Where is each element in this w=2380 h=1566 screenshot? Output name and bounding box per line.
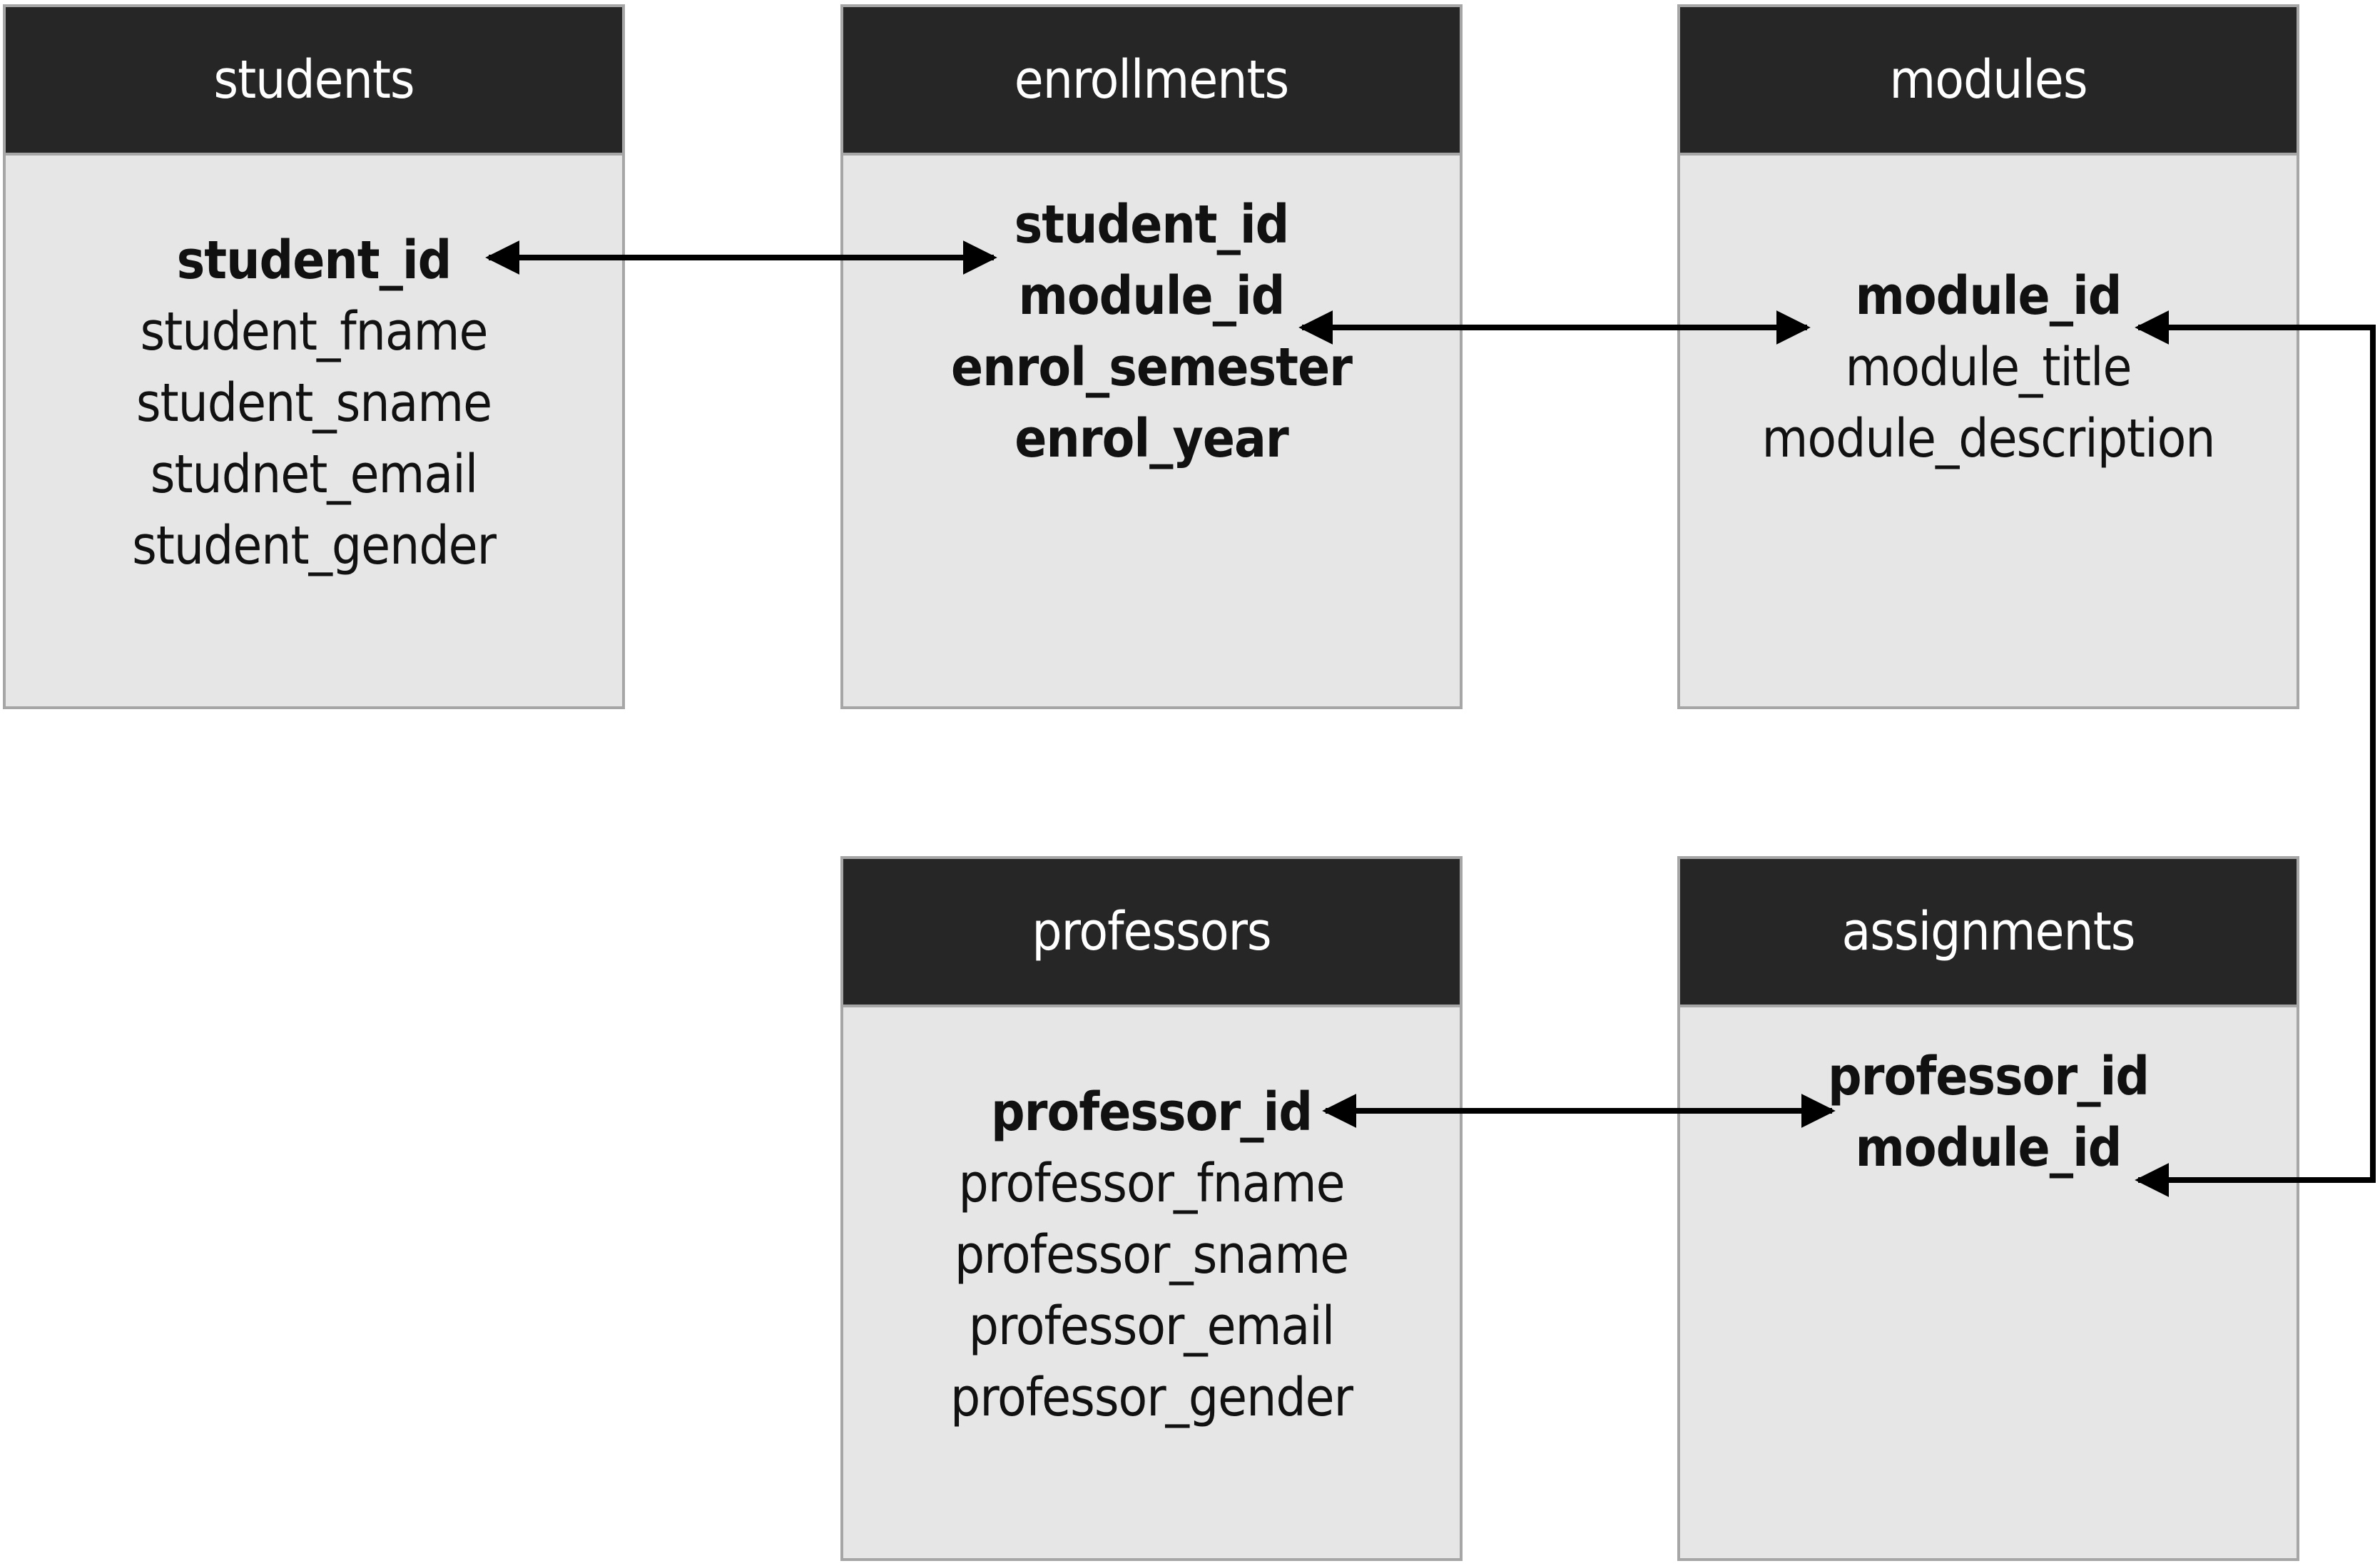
field-list-enrollments: student_id module_id enrol_semester enro… [843, 189, 1460, 474]
table-title-students: students [213, 49, 415, 111]
table-header-enrollments: enrollments [840, 4, 1463, 156]
table-enrollments: enrollments student_id module_id enrol_s… [840, 4, 1463, 709]
field-professor-sname: professor_sname [954, 1224, 1349, 1286]
table-students: students student_id student_fname studen… [3, 4, 625, 709]
field-student-fname: student_fname [140, 301, 488, 362]
field-list-students: student_id student_fname student_sname s… [6, 225, 622, 581]
field-assign-professor-id: professor_id [1828, 1046, 2150, 1107]
field-module-id: module_id [1855, 265, 2122, 327]
field-professor-gender: professor_gender [950, 1367, 1353, 1428]
field-enrol-student-id: student_id [1014, 194, 1290, 255]
field-student-sname: student_sname [136, 372, 492, 434]
table-title-professors: professors [1032, 901, 1271, 962]
field-student-email: studnet_email [150, 444, 478, 505]
connector-modules-assignments [2135, 310, 2376, 1197]
table-assignments: assignments professor_id module_id [1677, 856, 2299, 1561]
table-header-professors: professors [840, 856, 1463, 1007]
table-professors: professors professor_id professor_fname … [840, 856, 1463, 1561]
field-student-gender: student_gender [132, 515, 497, 576]
field-professor-email: professor_email [968, 1296, 1335, 1357]
field-student-id: student_id [176, 230, 452, 291]
table-header-students: students [3, 4, 625, 156]
table-title-enrollments: enrollments [1014, 49, 1289, 111]
field-enrol-year: enrol_year [1014, 408, 1289, 469]
table-title-modules: modules [1889, 49, 2087, 111]
table-title-assignments: assignments [1841, 901, 2136, 962]
table-header-modules: modules [1677, 4, 2299, 156]
field-list-assignments: professor_id module_id [1680, 1041, 2297, 1184]
table-header-assignments: assignments [1677, 856, 2299, 1007]
field-professor-fname: professor_fname [958, 1153, 1345, 1214]
field-module-title: module_title [1845, 337, 2132, 398]
field-list-professors: professor_id professor_fname professor_s… [843, 1077, 1460, 1433]
field-enrol-module-id: module_id [1018, 265, 1286, 327]
field-assign-module-id: module_id [1855, 1117, 2122, 1179]
field-enrol-semester: enrol_semester [950, 337, 1353, 398]
field-professor-id: professor_id [991, 1082, 1313, 1143]
